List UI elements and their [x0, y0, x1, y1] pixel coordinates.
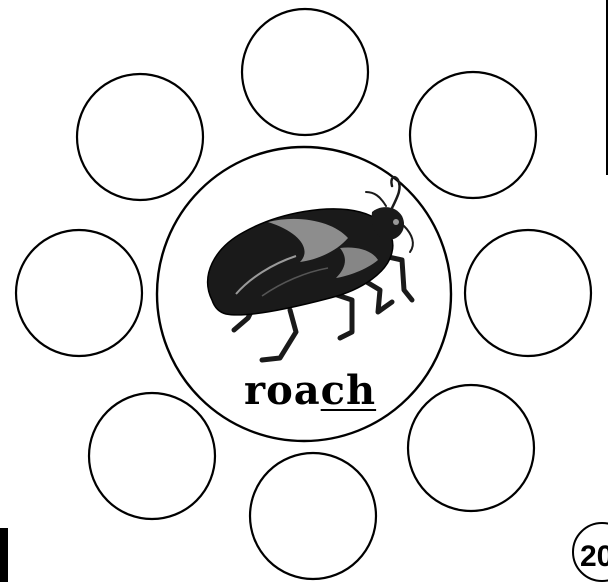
edge-mark — [0, 528, 8, 582]
word-digraph: ch — [321, 367, 376, 414]
answer-circle-bottom-right[interactable] — [408, 385, 534, 511]
page-number: 203 — [580, 540, 608, 573]
answer-circle-right[interactable] — [465, 230, 591, 356]
answer-circle-top-right[interactable] — [410, 72, 536, 198]
answer-circle-top[interactable] — [242, 9, 368, 135]
answer-circle-bottom[interactable] — [250, 453, 376, 579]
word-prefix: roa — [244, 367, 321, 414]
answer-circle-bottom-left[interactable] — [89, 393, 215, 519]
answer-circle-left[interactable] — [16, 230, 142, 356]
picture-word: roach — [244, 366, 374, 416]
answer-circle-top-left[interactable] — [77, 74, 203, 200]
